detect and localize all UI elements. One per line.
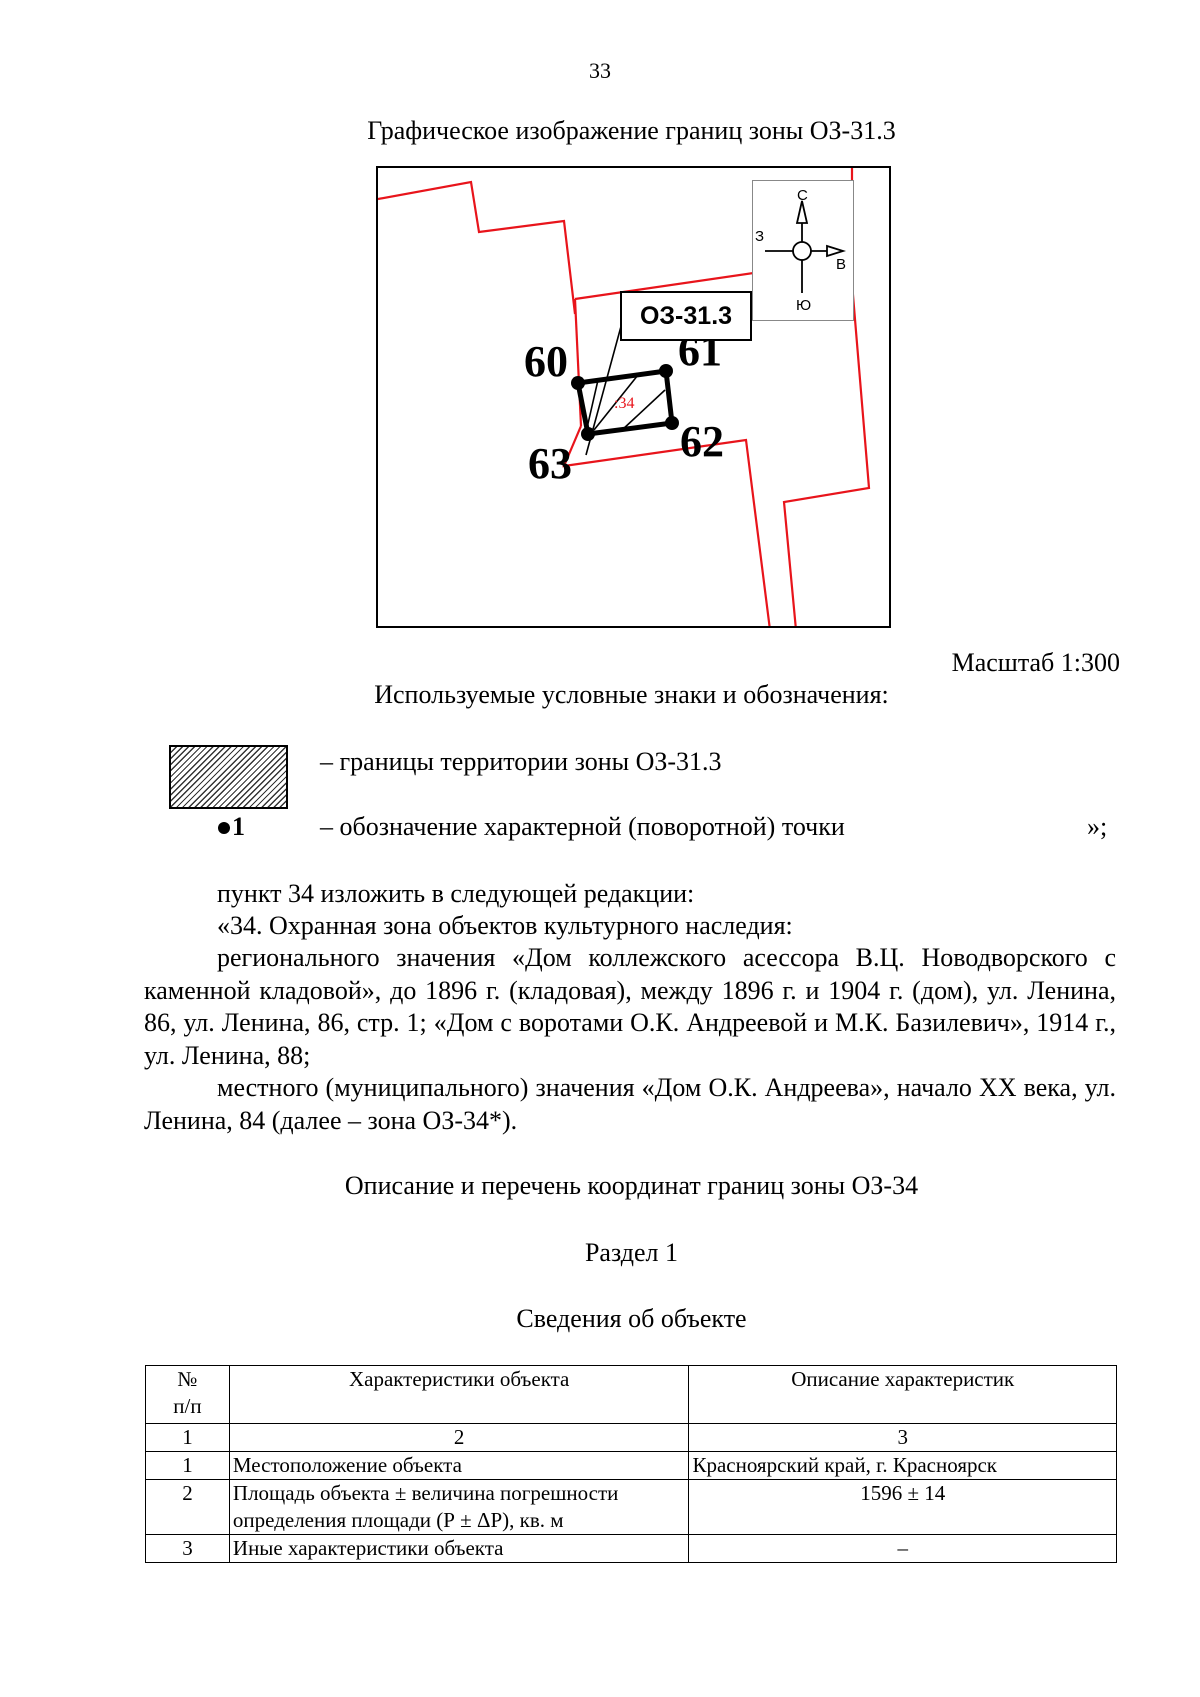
point-62-marker — [665, 416, 679, 430]
north-arrow: С З В Ю — [752, 180, 854, 321]
table-cell: 1596 ± 14 — [688, 1479, 1117, 1535]
table-header-cell: Описание характеристик — [688, 1365, 1117, 1424]
table-row: 2 Площадь объекта ± величина погрешности… — [145, 1479, 1117, 1535]
table-row: 3 Иные характеристики объекта – — [145, 1534, 1117, 1563]
section-subtitle: Сведения об объекте — [516, 1304, 747, 1333]
figure-title: Графическое изображение границ зоны ОЗ-3… — [367, 116, 896, 145]
compass-west: З — [755, 228, 764, 245]
table-index-row: 1 2 3 — [145, 1423, 1117, 1452]
paragraph-text: регионального значения «Дом коллежского … — [144, 943, 1116, 1070]
point-60-marker — [571, 376, 585, 390]
paragraph-instruction: пункт 34 изложить в следующей редакции: — [144, 878, 1116, 911]
boundary-line — [378, 180, 577, 315]
point-63-marker — [581, 427, 595, 441]
paragraph-text: местного (муниципального) значения «Дом … — [144, 1073, 1116, 1135]
table-cell: Местоположение объекта — [228, 1451, 690, 1480]
paragraph-item-34: «34. Охранная зона объектов культурного … — [144, 910, 1116, 943]
table-cell: 3 — [688, 1423, 1117, 1452]
point-61-marker — [659, 364, 673, 378]
paragraph-regional: регионального значения «Дом коллежского … — [144, 942, 1116, 1072]
legend-title: Используемые условные знаки и обозначени… — [374, 680, 889, 709]
turning-points — [571, 364, 679, 441]
point-symbol-number: 1 — [232, 812, 245, 841]
table-header-cell: Характеристики объекта — [228, 1365, 690, 1424]
page-number: 33 — [589, 58, 611, 83]
zone-label-box: ОЗ-31.3 — [620, 291, 752, 341]
boundary-line — [562, 425, 771, 626]
boundary-line — [573, 298, 583, 427]
table-header-row: № п/п Характеристики объекта Описание ха… — [145, 1365, 1117, 1424]
paragraph-municipal: местного (муниципального) значения «Дом … — [144, 1072, 1116, 1137]
map-scale: Масштаб 1:300 — [951, 648, 1120, 677]
table-cell: – — [688, 1534, 1117, 1563]
point-label-62: 62 — [680, 417, 724, 466]
table-cell: 2 — [228, 1423, 690, 1452]
table-cell: 1 — [145, 1451, 230, 1480]
table-cell: 2 — [145, 1479, 230, 1535]
compass-north: С — [797, 187, 808, 204]
compass-south: Ю — [796, 297, 811, 314]
point-label-63: 63 — [528, 439, 572, 488]
table-header-cell: № п/п — [145, 1365, 230, 1424]
table-cell: 1 — [145, 1423, 230, 1452]
paragraph-text: «34. Охранная зона объектов культурного … — [217, 911, 793, 940]
paragraph-text: пункт 34 изложить в следующей редакции: — [217, 879, 695, 908]
table-cell: Красноярский край, г. Красноярск — [688, 1451, 1117, 1480]
table-cell: 3 — [145, 1534, 230, 1563]
point-dot-icon — [218, 822, 230, 834]
closing-quote: »; — [1087, 812, 1108, 841]
section-heading: Описание и перечень координат границ зон… — [344, 1171, 919, 1200]
zone-boundary-swatch — [169, 745, 288, 809]
table-row: 1 Местоположение объекта Красноярский кр… — [145, 1451, 1117, 1480]
table-cell: Иные характеристики объекта — [228, 1534, 690, 1563]
legend-zone-text: – границы территории зоны ОЗ-31.3 — [320, 747, 722, 776]
compass-icon: С З В Ю — [755, 187, 847, 314]
table-cell: Площадь объекта ± величина погрешности о… — [228, 1479, 690, 1535]
compass-east: В — [836, 256, 846, 273]
object-info-table: № п/п Характеристики объекта Описание ха… — [145, 1365, 1117, 1563]
legend-point-text: – обозначение характерной (поворотной) т… — [320, 812, 845, 841]
parcel-label: :34 — [614, 395, 634, 412]
section-number: Раздел 1 — [584, 1238, 679, 1267]
point-label-60: 60 — [524, 337, 568, 386]
turning-point-symbol: 1 — [218, 812, 245, 842]
